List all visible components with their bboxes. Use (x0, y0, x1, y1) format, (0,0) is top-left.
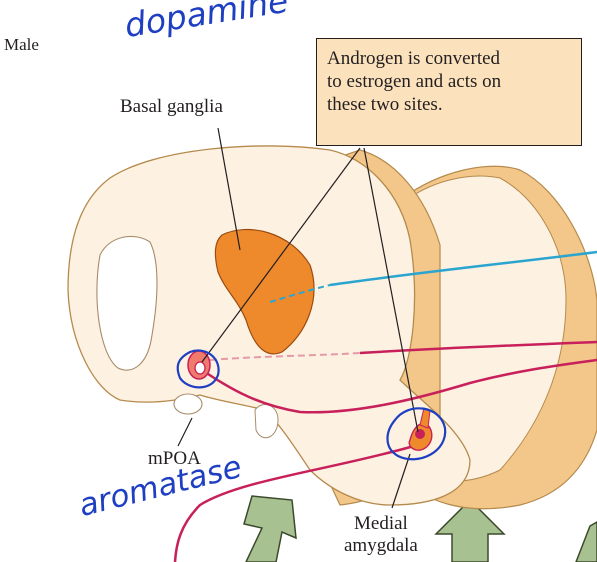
label-basal-ganglia: Basal ganglia (120, 96, 223, 117)
leader-amygdala-label (391, 453, 411, 509)
red-pathway-lower (173, 444, 415, 562)
optic-chiasm (173, 393, 203, 415)
hand-circle-amygdala (386, 407, 447, 461)
red-pathway-upper (359, 340, 597, 355)
label-mpoa: mPOA (148, 448, 201, 469)
label-medial-amygdala: Medial amygdala (344, 513, 418, 557)
androgen-callout-box: Androgen is converted to estrogen and ac… (316, 38, 582, 146)
leader-basal-ganglia (217, 127, 241, 251)
hand-circle-mpoa (176, 349, 220, 389)
lateral-ventricle (96, 235, 158, 371)
callout-line-1: Androgen is converted (327, 48, 501, 69)
callout-line-2: to estrogen and acts on (327, 71, 502, 93)
amygdala-site-dot (415, 429, 425, 439)
label-medial-amygdala-line-2: amygdala (344, 534, 418, 556)
red-pathway-dashed (209, 352, 361, 361)
blue-pathway-solid (329, 250, 597, 287)
mpoa-site-inner (194, 361, 206, 375)
callout-line-3: these two sites. (327, 94, 443, 116)
sex-label: Male (4, 35, 39, 54)
temporal-notch (254, 404, 279, 439)
arrow-middle (434, 498, 506, 562)
leader-callout-mpoa (201, 147, 361, 363)
arrow-left (243, 495, 297, 562)
arrow-right (575, 521, 597, 562)
label-medial-amygdala-line-1: Medial (354, 513, 408, 534)
basal-ganglia (214, 228, 315, 355)
leader-callout-amygdala (363, 147, 419, 433)
leader-mpoa-label (177, 417, 193, 447)
section-back-face (399, 175, 567, 482)
red-pathway-middle (204, 358, 597, 414)
blue-pathway-dashed (269, 284, 331, 303)
